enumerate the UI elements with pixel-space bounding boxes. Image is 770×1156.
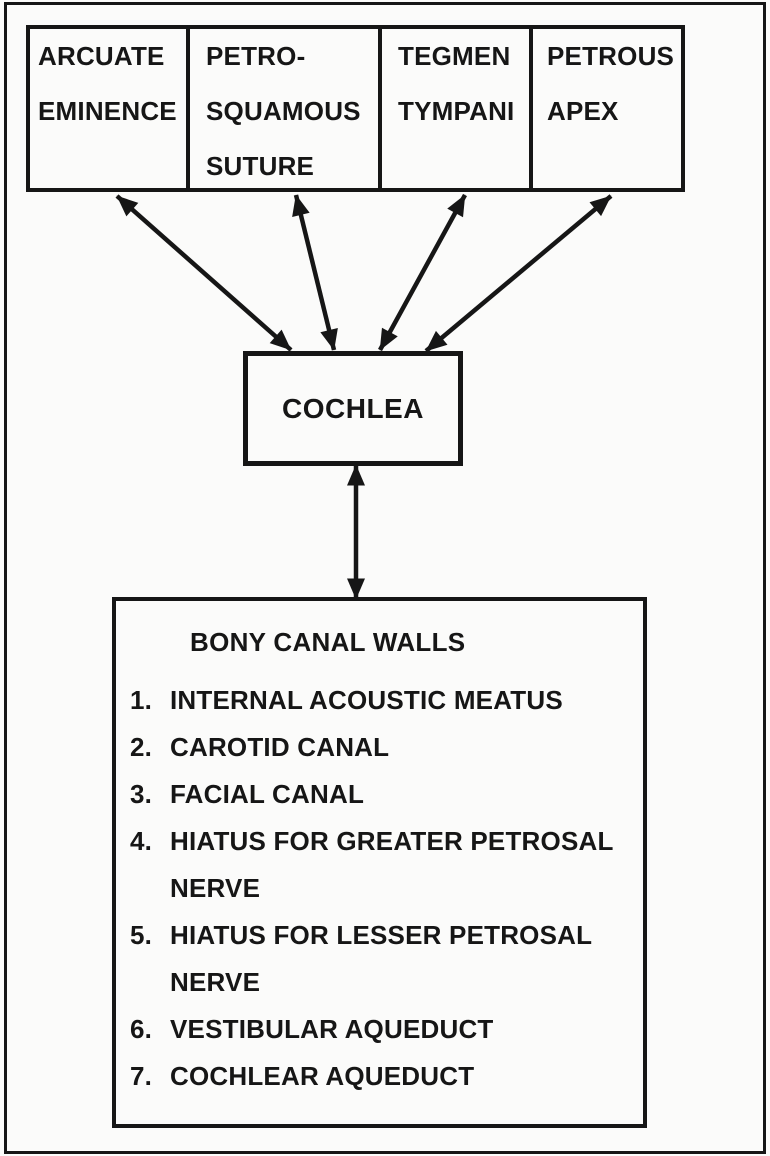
box-label-line: TYMPANI bbox=[398, 96, 515, 126]
list-item-text: HIATUS FOR LESSER PETROSAL NERVE bbox=[170, 912, 643, 1006]
box-petrous-apex: PETROUS APEX bbox=[529, 25, 685, 192]
box-label-line: TEGMEN bbox=[398, 41, 511, 71]
list-item-text: CAROTID CANAL bbox=[170, 732, 390, 762]
box-bony-canal-walls: BONY CANAL WALLS 1. INTERNAL ACOUSTIC ME… bbox=[112, 597, 647, 1128]
list-item-text-line1: HIATUS FOR LESSER PETROSAL bbox=[170, 920, 593, 950]
list-item-number: 3. bbox=[130, 779, 153, 809]
list-item-number: 6. bbox=[130, 1014, 153, 1044]
diagram-border bbox=[4, 2, 766, 1154]
bony-canal-walls-title: BONY CANAL WALLS bbox=[190, 627, 466, 657]
box-label-line: EMINENCE bbox=[38, 96, 177, 126]
list-item-number: 4. bbox=[130, 826, 153, 856]
list-item-text-line2: NERVE bbox=[170, 967, 261, 997]
box-arcuate-eminence: ARCUATE EMINENCE bbox=[26, 25, 190, 192]
box-cochlea: COCHLEA bbox=[243, 351, 463, 466]
list-item: 4. HIATUS FOR GREATER PETROSAL NERVE bbox=[116, 818, 643, 912]
box-petrosquamous-suture: PETRO- SQUAMOUS SUTURE bbox=[186, 25, 382, 192]
bony-canal-walls-list: 1. INTERNAL ACOUSTIC MEATUS 2. CAROTID C… bbox=[116, 677, 643, 1100]
box-label-line: PETRO- bbox=[206, 41, 306, 71]
box-label-line: PETROUS bbox=[547, 41, 675, 71]
list-item-text: COCHLEAR AQUEDUCT bbox=[170, 1061, 475, 1091]
box-label-line: SQUAMOUS bbox=[206, 96, 361, 126]
list-item-text-line2: NERVE bbox=[170, 873, 261, 903]
list-item: 3. FACIAL CANAL bbox=[116, 771, 643, 818]
list-item-text: INTERNAL ACOUSTIC MEATUS bbox=[170, 685, 563, 715]
list-item: 2. CAROTID CANAL bbox=[116, 724, 643, 771]
list-item-number: 2. bbox=[130, 732, 153, 762]
list-item-text: HIATUS FOR GREATER PETROSAL NERVE bbox=[170, 818, 643, 912]
list-item-number: 1. bbox=[130, 685, 153, 715]
box-label-line: APEX bbox=[547, 96, 619, 126]
list-item-text: FACIAL CANAL bbox=[170, 779, 365, 809]
list-item: 5. HIATUS FOR LESSER PETROSAL NERVE bbox=[116, 912, 643, 1006]
box-tegmen-tympani: TEGMEN TYMPANI bbox=[378, 25, 533, 192]
list-item-text: VESTIBULAR AQUEDUCT bbox=[170, 1014, 494, 1044]
list-item: 7. COCHLEAR AQUEDUCT bbox=[116, 1053, 643, 1100]
list-item-number: 5. bbox=[130, 920, 153, 950]
list-item: 1. INTERNAL ACOUSTIC MEATUS bbox=[116, 677, 643, 724]
list-item-number: 7. bbox=[130, 1061, 153, 1091]
list-item: 6. VESTIBULAR AQUEDUCT bbox=[116, 1006, 643, 1053]
box-label-line: ARCUATE bbox=[38, 41, 165, 71]
cochlea-label: COCHLEA bbox=[282, 392, 424, 424]
list-item-text-line1: HIATUS FOR GREATER PETROSAL bbox=[170, 826, 614, 856]
box-label-line: SUTURE bbox=[206, 151, 315, 181]
